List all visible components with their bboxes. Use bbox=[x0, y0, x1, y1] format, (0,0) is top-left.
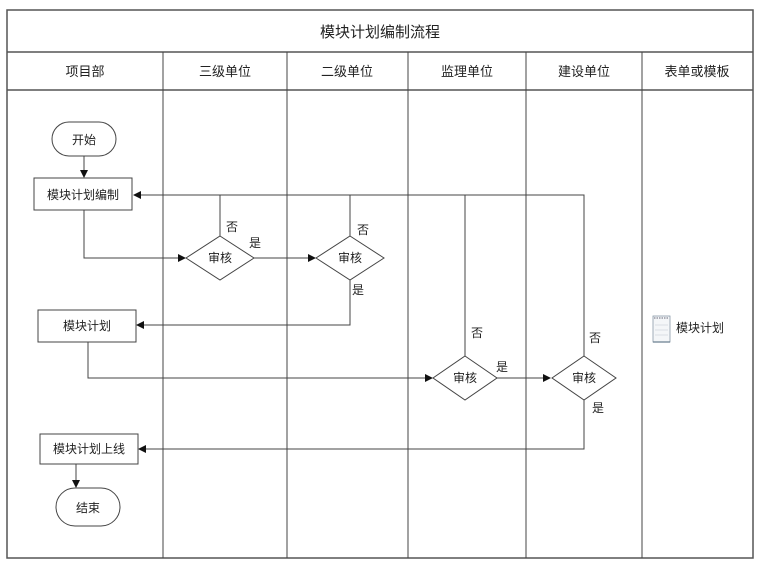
template-doc-label: 模块计划 bbox=[676, 321, 724, 335]
review-label-supervisor: 审核 bbox=[453, 370, 477, 385]
no-label: 否 bbox=[471, 326, 483, 340]
lane-header-supervisor: 监理单位 bbox=[441, 65, 493, 80]
yes-label: 是 bbox=[352, 283, 364, 297]
yes-label: 是 bbox=[592, 401, 604, 415]
end-terminator bbox=[55, 487, 121, 527]
end-label: 结束 bbox=[76, 501, 100, 515]
module-plan-label: 模块计划 bbox=[63, 319, 111, 333]
lane-header-level3: 三级单位 bbox=[199, 65, 251, 80]
review-decision-supervisor bbox=[432, 355, 498, 401]
lane-separators bbox=[162, 52, 643, 558]
lane-header-templates: 表单或模板 bbox=[664, 65, 729, 80]
plan-online-step bbox=[39, 433, 139, 465]
plan-online-label: 模块计划上线 bbox=[53, 442, 125, 456]
review-decision-level2 bbox=[315, 235, 385, 281]
lane-header-project-dept: 项目部 bbox=[65, 65, 104, 80]
yes-label: 是 bbox=[496, 360, 508, 374]
review-label-owner: 审核 bbox=[572, 370, 596, 385]
review-label-level3: 审核 bbox=[208, 250, 232, 265]
review-label-level2: 审核 bbox=[338, 250, 362, 265]
connectors bbox=[72, 156, 585, 488]
compile-plan-step bbox=[33, 177, 133, 211]
no-label: 否 bbox=[357, 223, 369, 237]
yes-label: 是 bbox=[249, 236, 261, 250]
start-terminator bbox=[51, 121, 117, 157]
compile-plan-label: 模块计划编制 bbox=[47, 187, 119, 202]
lane-header-level2: 二级单位 bbox=[321, 65, 373, 80]
diagram-title: 模块计划编制流程 bbox=[320, 23, 440, 41]
document-icon bbox=[652, 315, 671, 343]
start-label: 开始 bbox=[72, 133, 96, 147]
module-plan-step bbox=[37, 309, 137, 343]
diagram-frame bbox=[6, 9, 754, 559]
review-decision-owner bbox=[551, 355, 617, 401]
no-label: 否 bbox=[589, 331, 601, 345]
lane-header-owner: 建设单位 bbox=[558, 65, 610, 80]
no-label: 否 bbox=[226, 220, 238, 234]
review-decision-level3 bbox=[185, 235, 255, 281]
